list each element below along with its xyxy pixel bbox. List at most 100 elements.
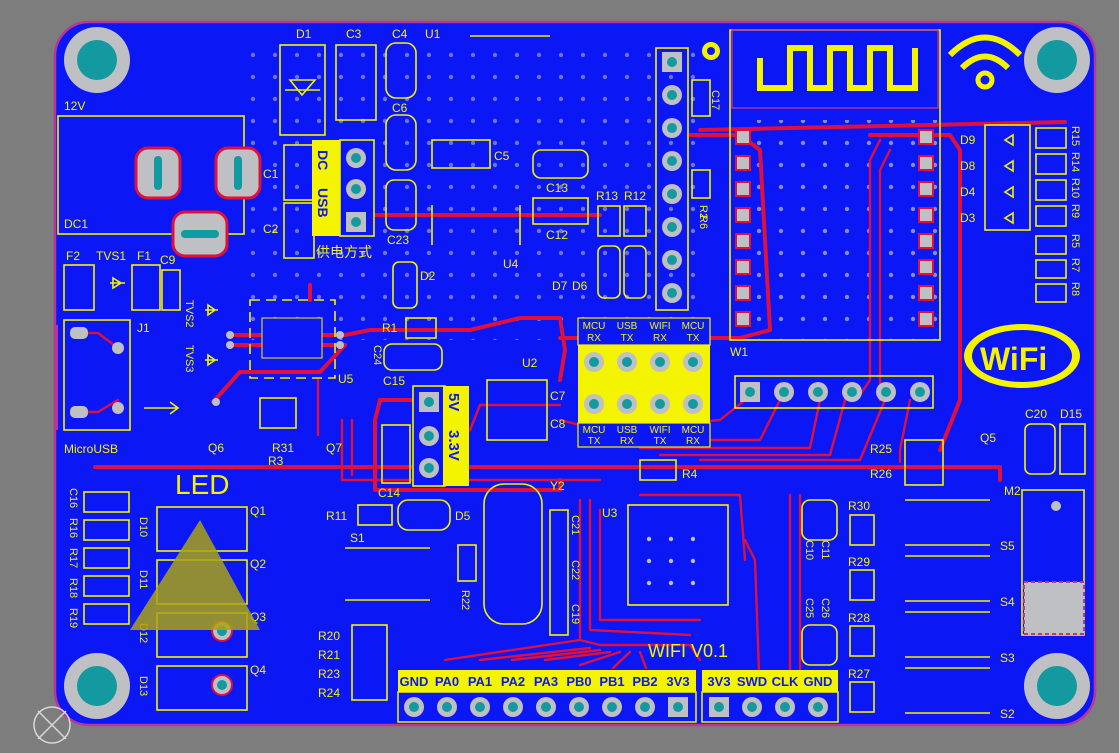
io-pin-pad[interactable] (470, 697, 490, 717)
header-pad[interactable] (662, 283, 682, 303)
wifi-module-header[interactable] (655, 47, 689, 311)
component-R2-R6[interactable]: R2 R6 (691, 169, 711, 229)
w1-pad-right[interactable] (918, 155, 934, 171)
component-S1[interactable]: S1 (345, 531, 430, 601)
w1-pad-left[interactable] (735, 155, 751, 171)
w1-pad-right[interactable] (918, 233, 934, 249)
component-M2[interactable]: M2 (1004, 484, 1085, 636)
caps-C10-C11[interactable]: C10 C11 C25 C26 (801, 499, 838, 666)
component-C4[interactable]: C4 (385, 27, 417, 99)
swd-pin-pad[interactable] (775, 697, 795, 717)
jumper-pad[interactable] (683, 352, 703, 372)
component-C14[interactable]: C14 (378, 424, 411, 500)
io-pin-pad[interactable] (404, 697, 424, 717)
tvs-area[interactable]: TVS2 TVS3 (183, 300, 218, 373)
io-pin-pad[interactable] (569, 697, 589, 717)
w1-pad-left[interactable] (735, 129, 751, 145)
component-Q6[interactable]: Q6 (208, 398, 224, 455)
w1-pad-left[interactable] (735, 259, 751, 275)
component-R25-R26[interactable]: R25 R26 (870, 439, 944, 486)
resistors-R27-R30[interactable]: R30 R29 R28 R27 (848, 499, 875, 713)
io-pin-pad[interactable] (536, 697, 556, 717)
w1-pad-left[interactable] (735, 311, 751, 327)
io-pin-pad[interactable] (668, 697, 688, 717)
component-R4[interactable]: R4 (639, 459, 698, 481)
w1-pad-right[interactable] (918, 207, 934, 223)
component-C5[interactable]: C5 (431, 139, 510, 169)
w1-pad-left[interactable] (735, 233, 751, 249)
w1-pad-right[interactable] (918, 285, 934, 301)
swd-pin-pad[interactable] (742, 697, 762, 717)
component-R22[interactable]: R22 (457, 544, 477, 610)
component-C23[interactable]: C23 (385, 179, 417, 247)
component-D1[interactable]: D1 (279, 27, 326, 136)
jumper-pad[interactable] (650, 352, 670, 372)
component-U4[interactable]: U4 (431, 205, 521, 271)
jumper-pad[interactable] (650, 394, 670, 414)
w1-pad-left[interactable] (735, 181, 751, 197)
expansion-header[interactable] (734, 375, 934, 409)
component-C13[interactable]: C13 (532, 149, 589, 195)
component-C3[interactable]: C3 (335, 27, 377, 121)
expansion-pad[interactable] (740, 382, 760, 402)
header-pad[interactable] (662, 250, 682, 270)
component-C12[interactable]: C12 (532, 197, 589, 242)
io-pin-pad[interactable] (602, 697, 622, 717)
component-C6[interactable]: C6 (385, 101, 417, 171)
component-R31[interactable]: R31 R3 (259, 397, 297, 468)
w1-pad-left[interactable] (735, 207, 751, 223)
jumper-pad[interactable] (584, 352, 604, 372)
expansion-pad[interactable] (774, 382, 794, 402)
w1-pad-right[interactable] (918, 259, 934, 275)
expansion-pad[interactable] (842, 382, 862, 402)
jumper-pad[interactable] (617, 352, 637, 372)
caps-C21-C19[interactable]: C21 C22 C19 (549, 509, 581, 636)
io-pin-pad[interactable] (437, 697, 457, 717)
voltage-jumper[interactable]: 5V 3.3V (412, 385, 469, 487)
header-pad[interactable] (662, 151, 682, 171)
swd-pin-pad[interactable] (808, 697, 828, 717)
component-D5[interactable]: D5 (397, 499, 471, 531)
component-C17[interactable]: C17 (691, 79, 721, 117)
header-pad[interactable] (662, 85, 682, 105)
jumper-pad[interactable] (617, 394, 637, 414)
io-pin-pad[interactable] (635, 697, 655, 717)
component-Y2[interactable]: Y2 (483, 479, 565, 625)
component-R13-R12[interactable]: R13 R12 D7 D6 (552, 189, 647, 299)
expansion-pad[interactable] (808, 382, 828, 402)
header-pad[interactable] (662, 184, 682, 204)
component-U3[interactable]: U3 (602, 504, 729, 606)
header-pad[interactable] (662, 118, 682, 138)
component-D2[interactable]: D2 (392, 261, 436, 309)
component-C24[interactable]: C24 C15 (371, 343, 443, 388)
jumper-pad[interactable] (683, 394, 703, 414)
w1-pad-left[interactable] (735, 285, 751, 301)
swd-pin-pad[interactable] (709, 697, 729, 717)
component-R1[interactable]: R1 (382, 317, 437, 339)
expansion-pad[interactable] (876, 382, 896, 402)
header-pad[interactable] (662, 217, 682, 237)
fuse-area[interactable]: F2 TVS1 F1 C9 (63, 249, 181, 311)
component-Q5[interactable]: Q5 C20 D15 (980, 407, 1086, 475)
component-R11[interactable]: R11 (326, 504, 393, 526)
component-J1[interactable]: J1 MicroUSB (54, 319, 180, 456)
w1-pad-right[interactable] (918, 181, 934, 197)
expansion-pad[interactable] (910, 382, 930, 402)
component-W1[interactable]: W1 (729, 29, 941, 359)
component-U2[interactable]: U2 (486, 356, 548, 441)
w1-pad-right[interactable] (918, 311, 934, 327)
component-U5[interactable]: U5 (226, 299, 354, 386)
w1-pad-right[interactable] (918, 129, 934, 145)
component-DC1[interactable]: 12V DC1 (57, 99, 262, 258)
jumper-pad[interactable] (584, 394, 604, 414)
io-pin-pad[interactable] (503, 697, 523, 717)
supply-jumper[interactable]: DC USB 供电方式 (312, 139, 375, 260)
